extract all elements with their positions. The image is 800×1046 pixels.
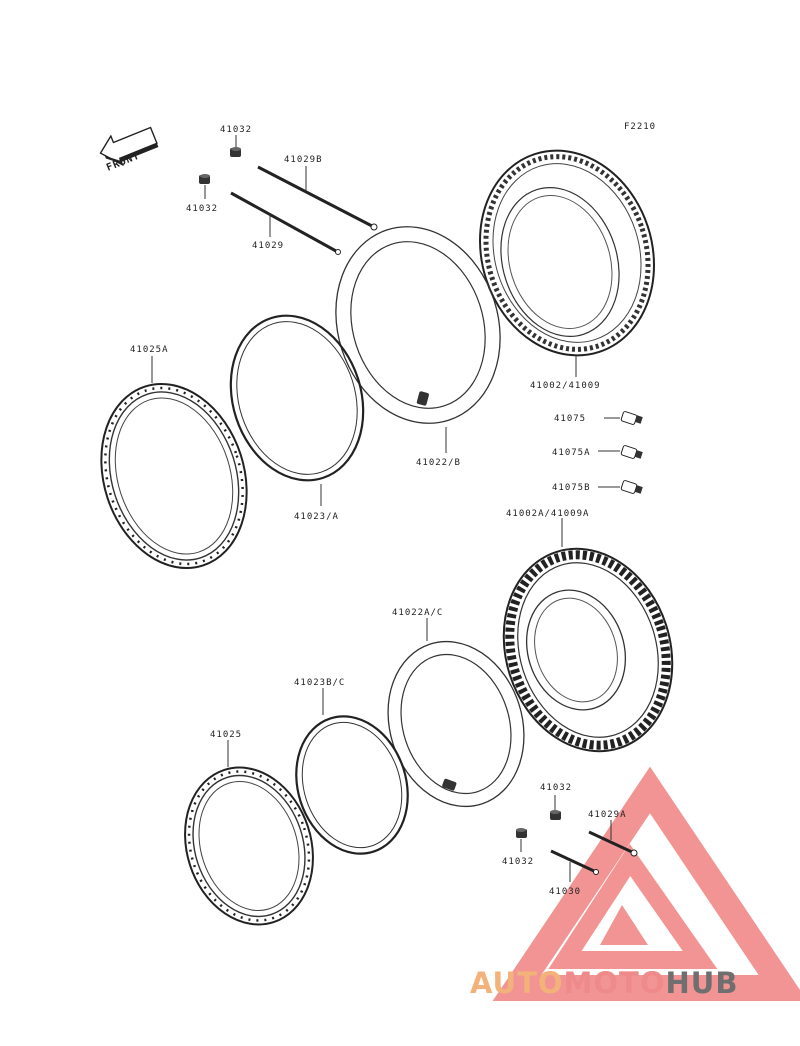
axle-41029a	[588, 830, 638, 857]
label-41075a: 41075A	[552, 448, 591, 458]
axle-41029	[230, 191, 341, 255]
label-41002a: 41002A/41009A	[506, 509, 589, 519]
label-41032-top: 41032	[220, 125, 252, 135]
watermark-auto: AUTO	[470, 966, 564, 1000]
label-41029b: 41029B	[284, 155, 323, 165]
label-41025: 41025	[210, 730, 242, 740]
label-41023a: 41023/A	[294, 512, 339, 522]
axle-41029b	[257, 165, 378, 231]
rear-rim-band	[295, 715, 409, 855]
axle-41030	[550, 849, 599, 875]
collar-41075a	[620, 445, 643, 459]
front-arrow-icon	[99, 126, 159, 167]
watermark-hub: HUB	[666, 966, 739, 1000]
rear-tube	[387, 640, 525, 808]
collar-41075b	[620, 480, 643, 494]
nut-41032-left	[199, 174, 210, 184]
nut-41032-rear-left	[516, 828, 527, 838]
label-41022b: 41022/B	[416, 458, 461, 468]
nut-41032-rear-top	[550, 810, 561, 820]
collar-41075	[620, 411, 643, 425]
label-41032-rear-left: 41032	[502, 857, 534, 867]
front-rim	[100, 383, 248, 569]
rear-rim	[184, 766, 314, 926]
diagram-code: F2210	[624, 122, 656, 132]
label-41075b: 41075B	[552, 483, 591, 493]
watermark-moto: MOTO	[564, 966, 666, 1000]
watermark-logo-icon	[492, 766, 800, 1001]
label-41002: 41002/41009	[530, 381, 601, 391]
label-41029a: 41029A	[588, 810, 627, 820]
front-tube	[335, 226, 501, 424]
label-41025a: 41025A	[130, 345, 169, 355]
label-41075: 41075	[554, 414, 586, 424]
label-41030: 41030	[549, 887, 581, 897]
front-rim-band	[229, 314, 365, 482]
front-tire	[479, 149, 655, 357]
label-41032-rear-top: 41032	[540, 783, 572, 793]
label-41022ac: 41022A/C	[392, 608, 443, 618]
label-41029: 41029	[252, 241, 284, 251]
label-41032-left: 41032	[186, 204, 218, 214]
watermark-brand: AUTOMOTOHUB	[470, 966, 738, 1000]
nut-41032-top	[230, 147, 241, 157]
rear-tire	[502, 547, 674, 753]
label-41023bc: 41023B/C	[294, 678, 345, 688]
